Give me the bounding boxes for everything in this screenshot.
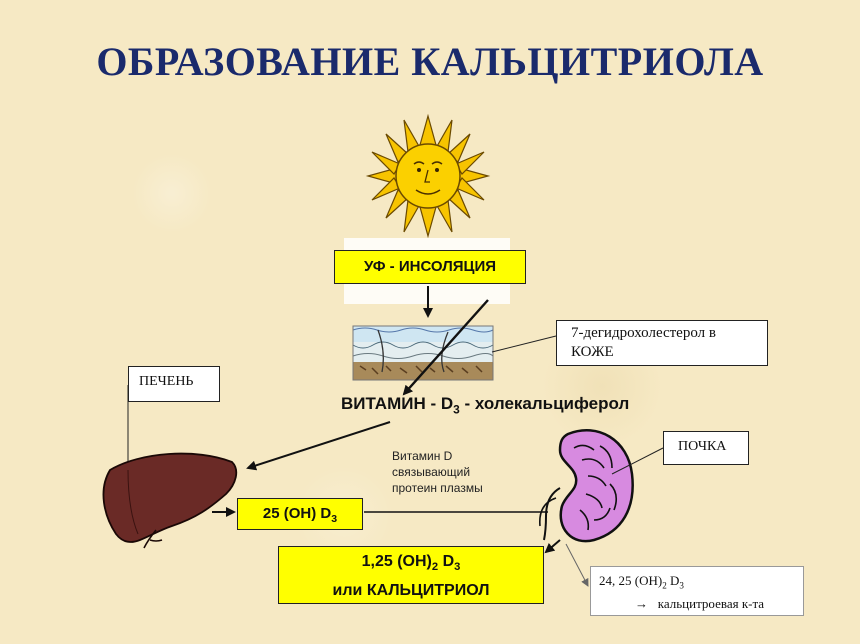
vitamin-d3-suffix: - холекальциферол (459, 394, 630, 413)
skin-note-line2: КОЖЕ (571, 344, 614, 360)
liver-image (102, 452, 238, 549)
calcitriol-line2: или КАЛЬЦИТРИОЛ (332, 582, 490, 600)
metabolite-line1-b: D (666, 573, 680, 588)
vitamin-to-liver-arrow (246, 421, 391, 471)
metabolite-line1-sub2: 3 (679, 580, 684, 591)
kidney-image (539, 429, 634, 543)
calcitriol-box: 1,25 (ОН)2 D3 или КАЛЬЦИТРИОЛ (278, 546, 544, 604)
kidney-to-calcitriol-arrow (544, 539, 561, 554)
hydroxy-d3-sub: 3 (331, 513, 338, 525)
calcitriol-line1: 1,25 (ОН)2 D3 (279, 550, 543, 579)
uv-insolation-label: УФ - ИНСОЛЯЦИЯ (334, 250, 526, 284)
metabolite-line1-a: 24, 25 (ОН) (599, 573, 663, 588)
vitamin-d3-sub: 3 (453, 402, 460, 417)
liver-label: ПЕЧЕНЬ (128, 366, 220, 402)
hydroxy-d3-box: 25 (ОН) D3 (237, 498, 363, 530)
calcitriol-line1-a: 1,25 (ОН) (361, 553, 432, 570)
kidney-label: ПОЧКА (663, 431, 749, 465)
kidney-label-pointer (611, 447, 664, 475)
metabolite-line1: 24, 25 (ОН)2 D3 (599, 572, 795, 595)
vitamin-d3-label: ВИТАМИН - D3 - холекальциферол (341, 394, 629, 416)
hydroxy-d3-prefix: 25 (ОН) D (262, 505, 332, 522)
skin-note-pointer (491, 335, 557, 353)
kidney-to-metabolite-arrow (565, 543, 589, 587)
binding-protein-label: Витамин D связывающий протеин плазмы (392, 448, 483, 496)
metabolite-arrow: → (635, 595, 648, 611)
binding-protein-line2: связывающий (392, 465, 471, 479)
sun-icon (365, 113, 491, 239)
metabolite-line1-sub1: 2 (662, 580, 667, 591)
binding-protein-line3: протеин плазмы (392, 481, 483, 495)
skin-note-line1: 7-дегидрохолестерол в (571, 325, 716, 341)
page-title: ОБРАЗОВАНИЕ КАЛЬЦИТРИОЛА (96, 39, 764, 84)
calcitriol-line1-b: D (438, 553, 455, 570)
metabolite-line2-text: кальцитроевая к-та (657, 595, 765, 611)
skin-note-box: 7-дегидрохолестерол в КОЖЕ (556, 320, 768, 366)
metabolite-line2: → кальцитроевая к-та (599, 595, 795, 613)
calcitriol-line1-sub2: 3 (454, 561, 461, 574)
metabolite-box: 24, 25 (ОН)2 D3 → кальцитроевая к-та (590, 566, 804, 616)
ray-to-vitamin-arrow (402, 299, 489, 396)
calcitriol-line1-sub1: 2 (431, 561, 439, 574)
vitamin-d3-prefix: ВИТАМИН - D (341, 394, 454, 413)
binding-protein-line1: Витамин D (392, 449, 453, 463)
